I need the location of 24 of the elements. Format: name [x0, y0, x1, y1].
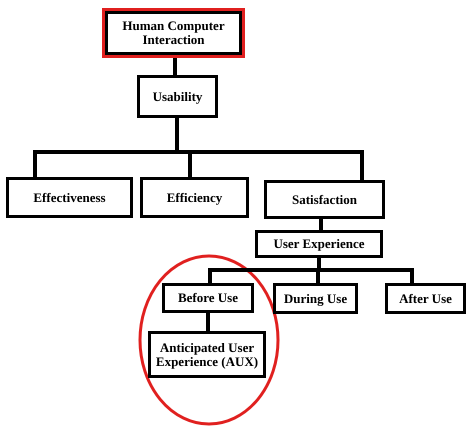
concept-box	[148, 331, 266, 378]
connector-line	[319, 219, 323, 230]
concept-box	[162, 283, 254, 313]
node-label: After Use	[399, 292, 452, 306]
node-label: User Experience	[273, 237, 365, 251]
concept-box	[264, 180, 385, 219]
concept-box	[137, 75, 218, 118]
concept-box	[385, 283, 466, 314]
connector-line	[206, 313, 210, 331]
node-label: Satisfaction	[292, 192, 357, 206]
concept-box	[273, 283, 358, 314]
concept-box	[6, 177, 133, 218]
connector-line	[173, 58, 177, 75]
node-label: Anticipated User Experience (AUX)	[155, 340, 259, 368]
concept-box	[255, 230, 383, 258]
node-label: Usability	[152, 90, 202, 104]
node-label: Effectiveness	[33, 190, 106, 204]
connector-line	[175, 118, 364, 180]
concept-box	[102, 8, 245, 58]
node-label: Human Computer Interaction	[121, 19, 226, 47]
node-label: Before Use	[178, 291, 238, 305]
node-label: During Use	[284, 292, 348, 306]
node-label: Efficiency	[166, 190, 222, 204]
concept-box	[140, 177, 249, 218]
